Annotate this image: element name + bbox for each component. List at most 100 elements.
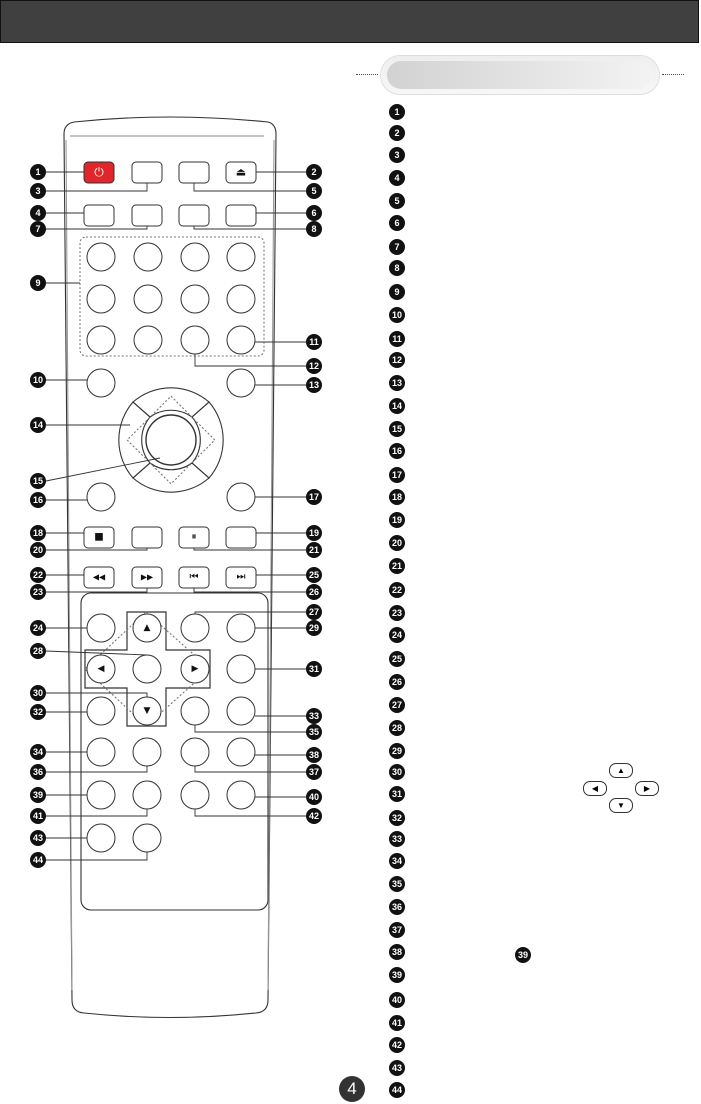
callout-line-30 bbox=[46, 692, 148, 697]
callout-line-5 bbox=[193, 183, 306, 192]
index-badge-24: 24 bbox=[389, 627, 405, 643]
key-6[interactable] bbox=[225, 204, 257, 227]
callout-badge-10: 10 bbox=[30, 372, 46, 388]
index-badge-25: 25 bbox=[389, 651, 405, 667]
number-key-1[interactable] bbox=[86, 242, 116, 272]
up-key[interactable] bbox=[132, 613, 162, 643]
callout-badge-15: 15 bbox=[30, 473, 46, 489]
number-key-10[interactable] bbox=[133, 325, 163, 355]
index-badge-23: 23 bbox=[389, 605, 405, 621]
lower-panel bbox=[80, 592, 269, 911]
key-33[interactable] bbox=[226, 696, 256, 726]
number-keys-group bbox=[79, 236, 265, 357]
key-17[interactable] bbox=[226, 482, 256, 512]
key-34[interactable] bbox=[86, 737, 116, 767]
key-29[interactable] bbox=[226, 613, 256, 643]
callout-badge-32: 32 bbox=[30, 704, 46, 720]
left-key[interactable] bbox=[86, 654, 116, 684]
callout-badge-2: 2 bbox=[306, 164, 322, 180]
number-key-3[interactable] bbox=[180, 242, 210, 272]
key-27[interactable] bbox=[180, 613, 210, 643]
number-key-5[interactable] bbox=[86, 284, 116, 314]
eject-key[interactable] bbox=[225, 161, 257, 184]
header-bar bbox=[0, 0, 699, 43]
page-number: 4 bbox=[339, 1076, 365, 1102]
index-badge-19: 19 bbox=[389, 512, 405, 528]
number-key-4[interactable] bbox=[226, 242, 256, 272]
key-40[interactable] bbox=[226, 780, 256, 810]
key-28[interactable] bbox=[132, 654, 162, 684]
index-badge-11: 11 bbox=[389, 331, 405, 347]
index-badge-7: 7 bbox=[389, 239, 405, 255]
rewind-key[interactable] bbox=[83, 566, 115, 589]
callout-badge-38: 38 bbox=[306, 747, 322, 763]
section-title-pill bbox=[381, 56, 659, 94]
next-key[interactable] bbox=[225, 566, 257, 589]
callout-line-20 bbox=[46, 548, 148, 551]
number-key-6[interactable] bbox=[133, 284, 163, 314]
legend-right-key: ▶ bbox=[635, 781, 659, 796]
key-12[interactable] bbox=[180, 325, 210, 355]
index-badge-22: 22 bbox=[389, 582, 405, 598]
number-key-8[interactable] bbox=[226, 284, 256, 314]
callout-badge-8: 8 bbox=[306, 221, 322, 237]
next-icon: ⏭ bbox=[237, 572, 246, 583]
callout-badge-18: 18 bbox=[30, 525, 46, 541]
stop-key[interactable] bbox=[83, 526, 115, 549]
callout-line-8 bbox=[193, 226, 306, 230]
key-38[interactable] bbox=[226, 737, 256, 767]
number-key-7[interactable] bbox=[180, 284, 210, 314]
key-32[interactable] bbox=[86, 696, 116, 726]
right-key[interactable] bbox=[180, 654, 210, 684]
key-10[interactable] bbox=[86, 368, 116, 398]
callout-badge-24: 24 bbox=[30, 620, 46, 636]
index-badge-33: 33 bbox=[389, 831, 405, 847]
index-badge-5: 5 bbox=[389, 193, 405, 209]
callout-badge-39: 39 bbox=[30, 787, 46, 803]
key-20[interactable] bbox=[131, 526, 163, 549]
key-43[interactable] bbox=[86, 823, 116, 853]
callout-badge-28: 28 bbox=[30, 643, 46, 659]
index-badge-37: 37 bbox=[389, 922, 405, 938]
key-35[interactable] bbox=[180, 696, 210, 726]
key-13[interactable] bbox=[226, 368, 256, 398]
key-8[interactable] bbox=[178, 204, 210, 227]
callout-line-15 bbox=[45, 457, 161, 482]
callout-lines bbox=[45, 171, 306, 861]
index-badge-15: 15 bbox=[389, 421, 405, 437]
callout-badge-25: 25 bbox=[306, 567, 322, 583]
callout-badge-7: 7 bbox=[30, 221, 46, 237]
power-key[interactable] bbox=[83, 161, 115, 184]
key-4[interactable] bbox=[83, 204, 115, 227]
number-key-2[interactable] bbox=[133, 242, 163, 272]
callout-line-21 bbox=[193, 548, 306, 551]
divider-right bbox=[662, 74, 684, 75]
key-11[interactable] bbox=[226, 325, 256, 355]
key-37[interactable] bbox=[180, 737, 210, 767]
key-44[interactable] bbox=[132, 823, 162, 853]
left-arrow-icon: ◀ bbox=[98, 664, 105, 674]
index-badge-4: 4 bbox=[389, 170, 405, 186]
index-badge-14: 14 bbox=[389, 398, 405, 414]
callout-badge-31: 31 bbox=[306, 661, 322, 677]
key-31[interactable] bbox=[226, 654, 256, 684]
index-badge-9: 9 bbox=[389, 284, 405, 300]
number-key-9[interactable] bbox=[86, 325, 116, 355]
callout-line-12 bbox=[194, 354, 306, 367]
key-24[interactable] bbox=[86, 613, 116, 643]
key-5[interactable] bbox=[178, 161, 210, 184]
index-badge-40: 40 bbox=[389, 992, 405, 1008]
callout-badge-41: 41 bbox=[30, 808, 46, 824]
key-36[interactable] bbox=[132, 737, 162, 767]
callout-line-3 bbox=[46, 183, 148, 192]
key-3[interactable] bbox=[131, 161, 163, 184]
key-42[interactable] bbox=[180, 780, 210, 810]
key-41[interactable] bbox=[132, 780, 162, 810]
key-19[interactable] bbox=[225, 526, 257, 549]
callout-badge-22: 22 bbox=[30, 567, 46, 583]
callout-badge-37: 37 bbox=[306, 764, 322, 780]
key-16[interactable] bbox=[86, 482, 116, 512]
key-7[interactable] bbox=[131, 204, 163, 227]
index-badge-26: 26 bbox=[389, 674, 405, 690]
key-39[interactable] bbox=[86, 780, 116, 810]
